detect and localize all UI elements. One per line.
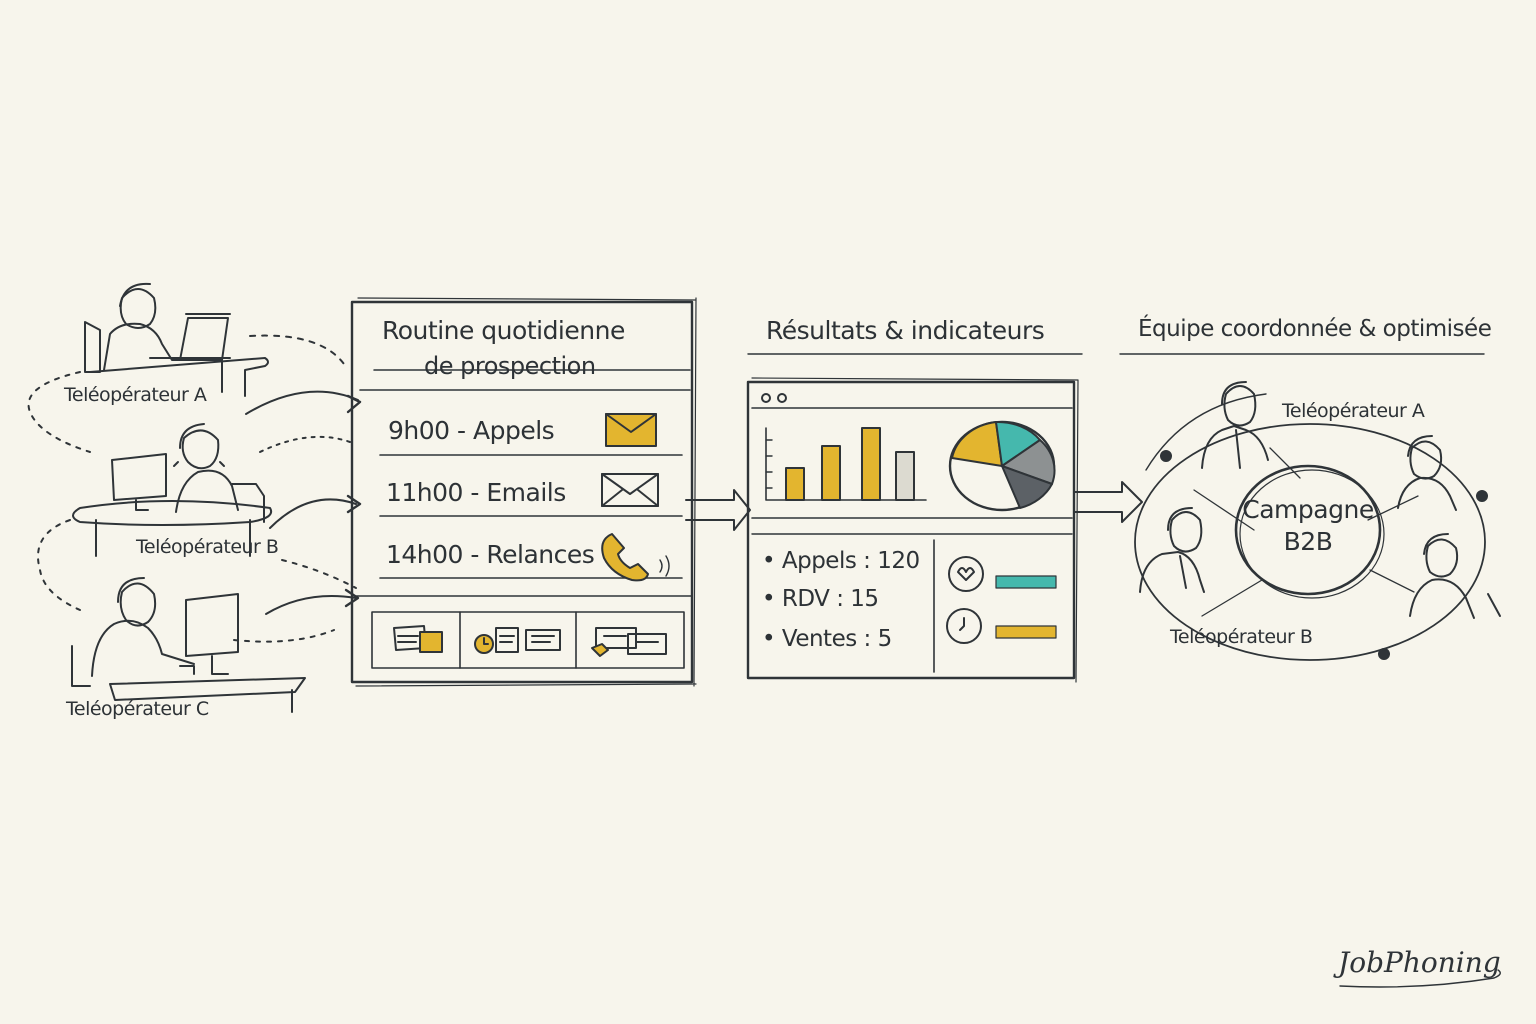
routine-title-line2: de prospection — [424, 352, 596, 380]
team-title: Équipe coordonnée & optimisée — [1138, 316, 1492, 342]
campaign-hub-line2: B2B — [1283, 527, 1333, 556]
schedule-item-emails: 11h00 - Emails — [386, 478, 566, 507]
team-operator-a-label: Teléopérateur A — [1282, 400, 1425, 422]
operator-c-label: Teléopérateur C — [66, 698, 209, 720]
operator-c-illustration — [71, 577, 306, 713]
brand-underline — [1339, 969, 1501, 988]
team-person-left — [1139, 507, 1205, 593]
arrow-routine-to-results — [685, 489, 751, 531]
campaign-hub-label: Campagne B2B — [1236, 494, 1380, 558]
campaign-hub-line1: Campagne — [1242, 495, 1374, 524]
yellow-progress-bar — [995, 625, 1057, 639]
results-title: Résultats & indicateurs — [766, 316, 1045, 345]
campaign-hub — [1234, 464, 1385, 599]
bar-chart — [765, 427, 927, 501]
brand-logo: JobPhoning — [1338, 946, 1501, 979]
operator-b-illustration — [72, 423, 272, 557]
schedule-item-appels: 9h00 - Appels — [388, 416, 555, 445]
bar-2 — [821, 445, 841, 501]
team-person-right-top — [1397, 435, 1457, 511]
stat-ventes: • Ventes : 5 — [762, 626, 892, 652]
envelope-outline-icon — [601, 473, 659, 507]
left-connectors — [27, 334, 362, 643]
team-person-top — [1201, 381, 1269, 469]
tasks-icon — [591, 627, 667, 657]
bar-1 — [785, 467, 805, 501]
stat-rdv: • RDV : 15 — [762, 586, 879, 612]
operator-b-label: Teléopérateur B — [136, 536, 279, 558]
phone-icon — [601, 533, 670, 582]
envelope-yellow-icon — [605, 413, 657, 447]
bar-4 — [895, 451, 915, 501]
operator-a-illustration — [84, 282, 269, 397]
pie-chart — [948, 420, 1056, 512]
team-person-right-bottom — [1409, 533, 1501, 619]
routine-title-line1: Routine quotidienne — [382, 316, 625, 345]
heart-badge-icon — [948, 556, 984, 592]
teal-progress-bar — [995, 575, 1057, 589]
operator-a-label: Teléopérateur A — [64, 384, 207, 406]
team-operator-b-label: Teléopérateur B — [1170, 626, 1313, 648]
schedule-item-relances: 14h00 - Relances — [386, 540, 595, 569]
stat-appels: • Appels : 120 — [762, 548, 920, 574]
results-panel — [746, 353, 1083, 683]
arrow-results-to-team — [1073, 481, 1143, 523]
bar-3 — [861, 427, 881, 501]
clock-badge-icon — [946, 608, 982, 644]
calendar-icon — [474, 627, 561, 654]
team-orbit — [1134, 393, 1488, 661]
notes-icon — [393, 625, 443, 653]
